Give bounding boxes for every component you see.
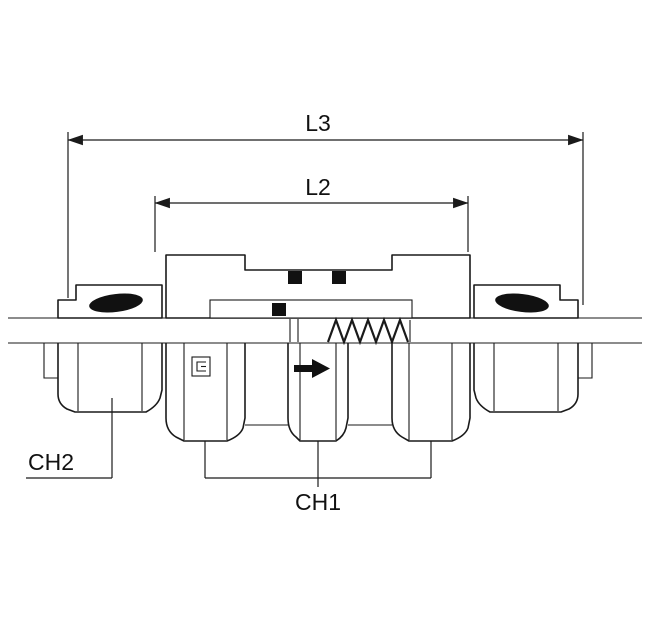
poppet [272,303,299,342]
valve-body-section [165,254,471,319]
check-valve-drawing [8,254,642,442]
poppet-seal [272,303,286,316]
right-nut-section [473,284,579,319]
dimension-l2-label: L2 [305,174,331,200]
left-tube-step [43,343,58,379]
body-seal-right [332,271,346,284]
tube-lines [8,317,642,344]
right-port-hex-exterior [391,343,471,442]
left-port-hex-exterior [165,343,246,442]
body-seal-left [288,271,302,284]
right-nut-exterior [473,343,593,413]
left-nut-section [57,284,163,319]
manufacturer-logo-icon [191,356,211,377]
dimension-l2: L2 [154,174,469,252]
dimension-l3-label: L3 [305,110,331,136]
left-nut-exterior [43,343,163,413]
callout-ch1: CH1 [204,441,432,515]
callout-ch2-label: CH2 [28,449,74,475]
dimension-l3: L3 [67,110,584,305]
callout-ch1-label: CH1 [295,489,341,515]
spring [326,316,411,346]
right-seal-ring [495,293,549,313]
callout-ch2: CH2 [26,398,113,479]
center-hex-exterior [287,343,349,442]
left-seal-ring [89,293,143,313]
flow-direction-arrow-icon [294,359,330,378]
bore-cavity [209,299,413,319]
right-tube-step [578,343,593,379]
